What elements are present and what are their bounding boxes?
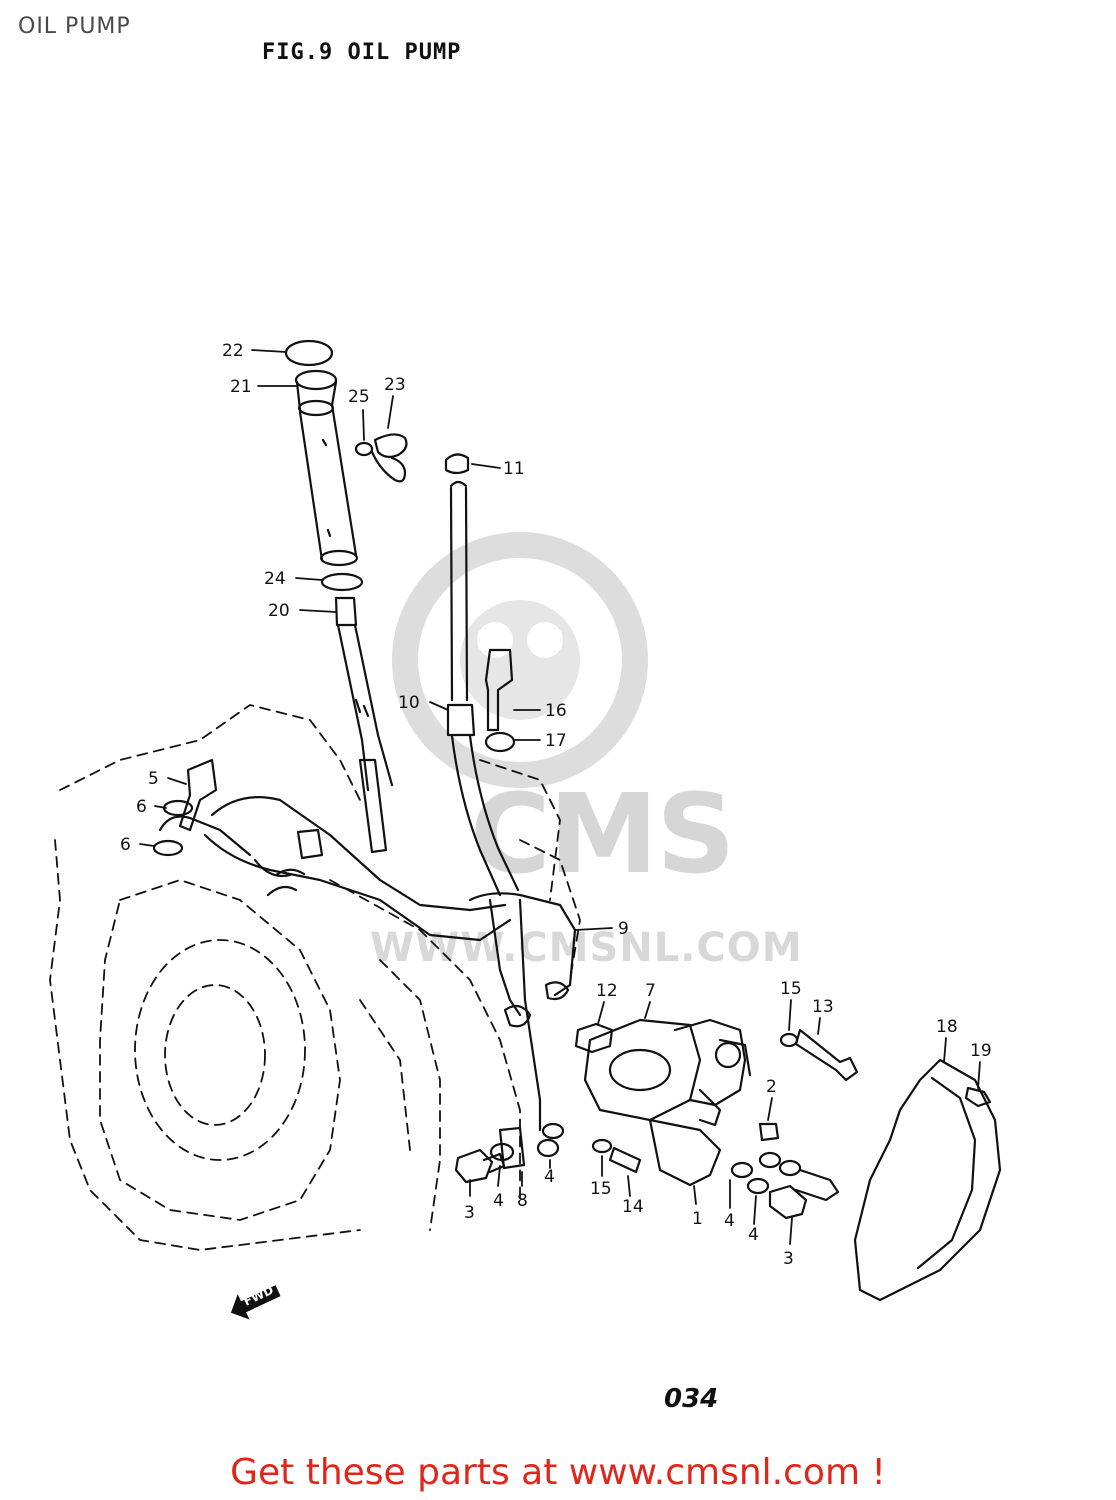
part-21-cap	[294, 369, 338, 417]
callout-14: 14	[622, 1197, 644, 1217]
callout-2: 2	[766, 1077, 777, 1097]
callout-3a: 3	[464, 1203, 475, 1223]
part-13-bolt	[794, 1028, 859, 1082]
callout-15b: 15	[590, 1179, 612, 1199]
callout-4c: 4	[724, 1211, 735, 1231]
part-24-oring	[320, 572, 364, 592]
fwd-arrow-icon	[230, 1285, 281, 1320]
callout-21: 21	[230, 377, 252, 397]
callout-15a: 15	[780, 979, 802, 999]
callout-19: 19	[970, 1041, 992, 1061]
part-5-bolt	[178, 758, 218, 832]
watermark-site: WWW.CMSNL.COM	[370, 925, 803, 971]
callout-5: 5	[148, 769, 159, 789]
part-20-dipstick	[334, 596, 394, 854]
part-25-washer	[354, 441, 374, 457]
leader-lines	[139, 349, 981, 1245]
callout-17: 17	[545, 731, 567, 751]
page-number: 034	[664, 1384, 719, 1414]
part-22-seal	[284, 339, 334, 367]
part-4-washers-right	[730, 1151, 802, 1195]
callout-12: 12	[596, 981, 618, 1001]
page-title: OIL PUMP	[18, 14, 131, 39]
part-12-plug	[574, 1022, 614, 1054]
callout-13: 13	[812, 997, 834, 1017]
callout-labels: 22 21 25 23 11 24 20 10 16 17 5 6 6 9 12…	[120, 341, 992, 1269]
part-15-washer-lower	[591, 1138, 613, 1154]
part-9-oil-hose	[158, 796, 577, 1132]
part-17-washer	[484, 731, 516, 753]
callout-22: 22	[222, 341, 244, 361]
callout-9: 9	[618, 919, 629, 939]
part-4-washer-left	[489, 1138, 560, 1162]
callout-6a: 6	[136, 797, 147, 817]
get-parts-link[interactable]: Get these parts at www.cmsnl.com !	[230, 1452, 886, 1493]
callout-3b: 3	[783, 1249, 794, 1269]
part-2-pin	[758, 1122, 780, 1142]
part-19-screw	[964, 1086, 992, 1108]
callout-25: 25	[348, 387, 370, 407]
callout-20: 20	[268, 601, 290, 621]
callout-24: 24	[264, 569, 286, 589]
part-6-washer-upper	[162, 799, 194, 817]
part-23-bracket	[370, 433, 408, 483]
part-3-bolt-left	[454, 1148, 506, 1184]
part-dipstick-tube-upper	[298, 403, 359, 567]
engine-case-outline	[49, 704, 581, 1251]
part-18-cover	[853, 1058, 1002, 1302]
part-16-pin	[484, 648, 514, 732]
part-8-union	[498, 1122, 565, 1170]
callout-4b: 4	[544, 1167, 555, 1187]
callout-8: 8	[517, 1191, 528, 1211]
callout-16: 16	[545, 701, 567, 721]
callout-4a: 4	[493, 1191, 504, 1211]
callout-11: 11	[503, 459, 525, 479]
callout-18: 18	[936, 1017, 958, 1037]
part-11-cap	[444, 453, 470, 475]
callout-6b: 6	[120, 835, 131, 855]
callout-23: 23	[384, 375, 406, 395]
part-3-bolt-right	[768, 1168, 840, 1220]
callout-7: 7	[645, 981, 656, 1001]
watermark-brand: CMS	[470, 770, 735, 898]
part-6-washer-lower	[152, 839, 184, 857]
part-7-oil-pump	[583, 1018, 752, 1187]
part-15-washer-upper	[779, 1032, 799, 1048]
callout-10: 10	[398, 693, 420, 713]
callout-4d: 4	[748, 1225, 759, 1245]
callout-1: 1	[692, 1209, 703, 1229]
part-10-pipe	[446, 480, 520, 897]
figure-title: FIG.9 OIL PUMP	[262, 40, 462, 65]
part-14-bolt	[608, 1146, 642, 1174]
